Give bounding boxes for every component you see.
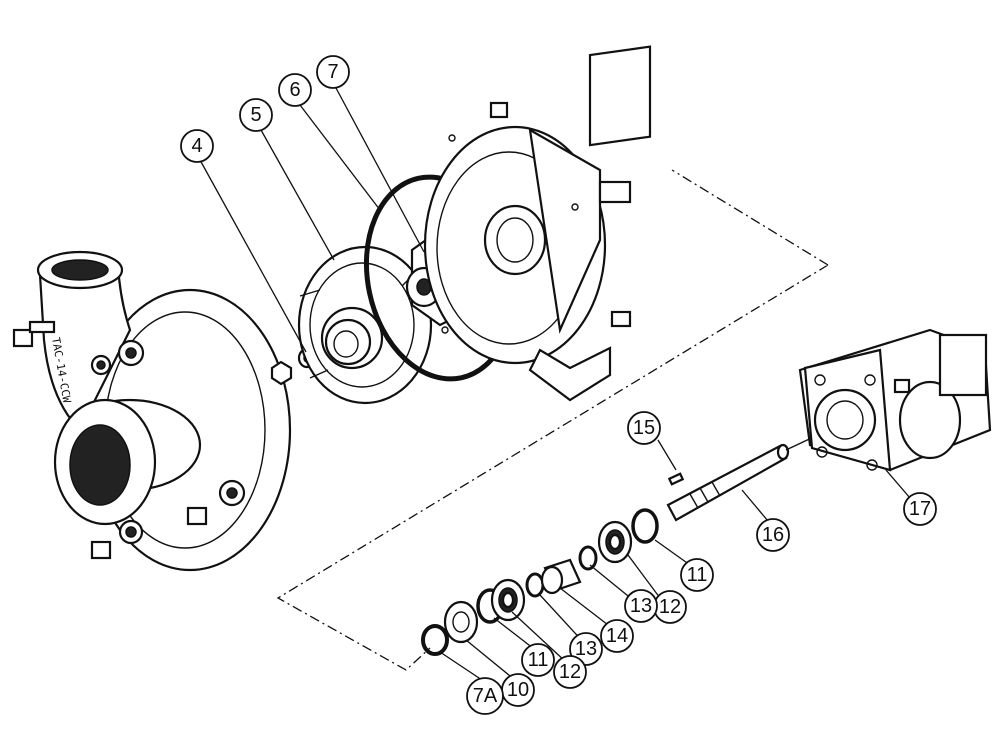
callout-5-label: 5 — [250, 104, 261, 126]
part-15-key — [667, 472, 685, 486]
callout-13-lower-label: 13 — [575, 638, 597, 660]
callout-11-upper: 11 — [680, 558, 714, 592]
callout-10-label: 10 — [507, 679, 529, 701]
part-10-washer — [443, 600, 479, 644]
callout-12-upper: 12 — [653, 590, 687, 624]
callout-14: 14 — [600, 619, 634, 653]
callout-11-upper-label: 11 — [687, 564, 708, 586]
callout-7a-label: 7A — [473, 685, 498, 707]
callout-7a: 7A — [466, 677, 504, 715]
callout-6-label: 6 — [289, 79, 300, 101]
callout-16-label: 16 — [762, 524, 784, 546]
callout-16: 16 — [756, 518, 790, 552]
callout-17: 17 — [903, 492, 937, 526]
part-13-retainer-upper — [578, 545, 598, 571]
callout-15-label: 15 — [633, 417, 655, 439]
callout-13-upper-label: 13 — [630, 595, 652, 617]
callout-12-lower: 12 — [553, 655, 587, 689]
callout-11-lower-label: 11 — [528, 649, 549, 671]
callout-4: 4 — [180, 129, 214, 163]
leader-lines — [199, 87, 911, 681]
callout-7-label: 7 — [327, 61, 338, 83]
callout-12-upper-label: 12 — [659, 596, 681, 618]
callout-11-lower: 11 — [521, 643, 555, 677]
part-16-shaft — [666, 433, 821, 522]
part-12-bearing-lower — [490, 578, 526, 622]
callout-7: 7 — [316, 55, 350, 89]
part-12-bearing-upper — [597, 520, 633, 564]
callout-13-lower: 13 — [569, 632, 603, 666]
part-14-spacer — [540, 558, 582, 595]
callout-5: 5 — [239, 98, 273, 132]
callout-6: 6 — [278, 73, 312, 107]
pump-casing: TAC-14-CCW — [12, 250, 292, 572]
callout-12-lower-label: 12 — [559, 661, 581, 683]
callout-14-label: 14 — [606, 625, 628, 647]
pump-bracket — [423, 45, 652, 402]
callout-13-upper: 13 — [624, 589, 658, 623]
assembly-dashed-line — [276, 169, 829, 671]
callout-4-label: 4 — [191, 135, 202, 157]
part-7a-retaining-ring — [421, 624, 449, 656]
callout-17-label: 17 — [909, 498, 931, 520]
part-13-retainer-lower — [525, 572, 545, 598]
part-11-snap-ring-upper — [631, 508, 659, 544]
part-5-impeller — [297, 245, 433, 405]
callout-10: 10 — [501, 673, 535, 707]
part-17-hydraulic-motor — [798, 328, 992, 472]
callout-15: 15 — [627, 411, 661, 445]
